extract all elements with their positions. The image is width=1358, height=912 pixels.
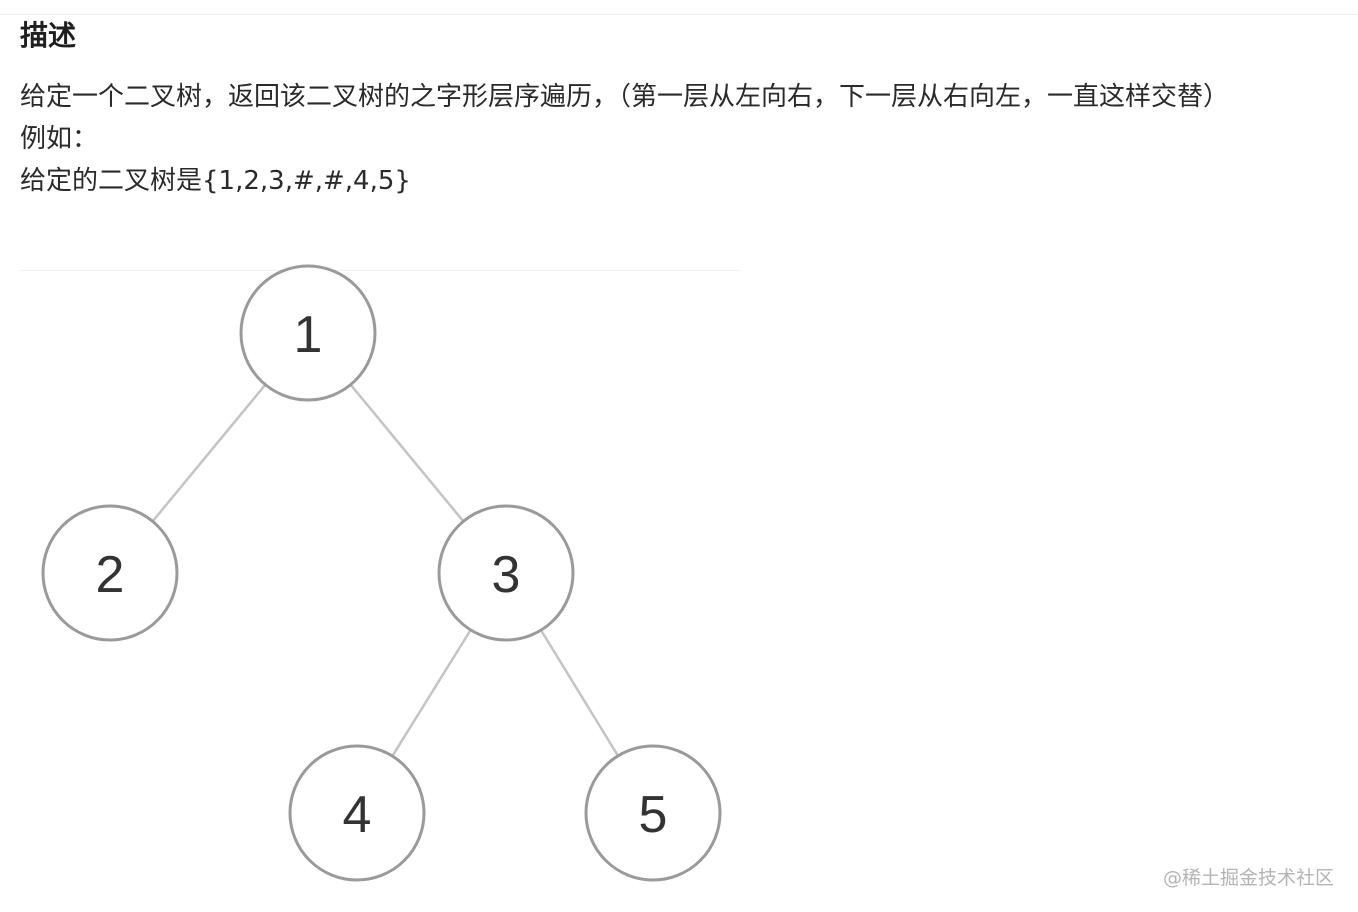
tree-edge-1-2: [151, 383, 267, 523]
tree-node-label: 4: [343, 786, 372, 844]
tree-node-label: 5: [639, 786, 668, 844]
tree-node-5: 5: [584, 744, 722, 882]
tree-node-circle: [239, 264, 377, 402]
top-divider: [0, 14, 1358, 15]
tree-node-circle: [437, 504, 575, 642]
tree-node-4: 4: [288, 744, 426, 882]
tree-node-2: 2: [41, 504, 179, 642]
example-tree-spec: 给定的二叉树是{1,2,3,#,#,4,5}: [20, 166, 411, 196]
tree-node-circle: [41, 504, 179, 642]
tree-node-label: 3: [492, 546, 521, 604]
description-text: 给定一个二叉树，返回该二叉树的之字形层序遍历，（第一层从左向右，下一层从右向左，…: [20, 82, 1230, 112]
tree-node-circle: [288, 744, 426, 882]
section-heading: 描述: [20, 19, 77, 52]
tree-node-1: 1: [239, 264, 377, 402]
tree-node-label: 1: [294, 306, 323, 364]
tree-edge-1-3: [349, 383, 465, 523]
tree-nodes: 1 2 3 4 5: [41, 264, 722, 882]
tree-node-label: 2: [96, 546, 125, 604]
figure-top-border: [20, 270, 740, 271]
tree-edge-3-5: [539, 629, 620, 757]
watermark: @稀土掘金技术社区: [1162, 867, 1334, 889]
binary-tree-diagram: 1 2 3 4 5: [41, 264, 722, 882]
example-label: 例如：: [20, 124, 99, 154]
tree-edge-3-4: [391, 629, 472, 757]
problem-description: 给定一个二叉树，返回该二叉树的之字形层序遍历，（第一层从左向右，下一层从右向左，…: [20, 76, 1300, 202]
tree-edges: [151, 383, 620, 757]
tree-node-3: 3: [437, 504, 575, 642]
tree-node-circle: [584, 744, 722, 882]
